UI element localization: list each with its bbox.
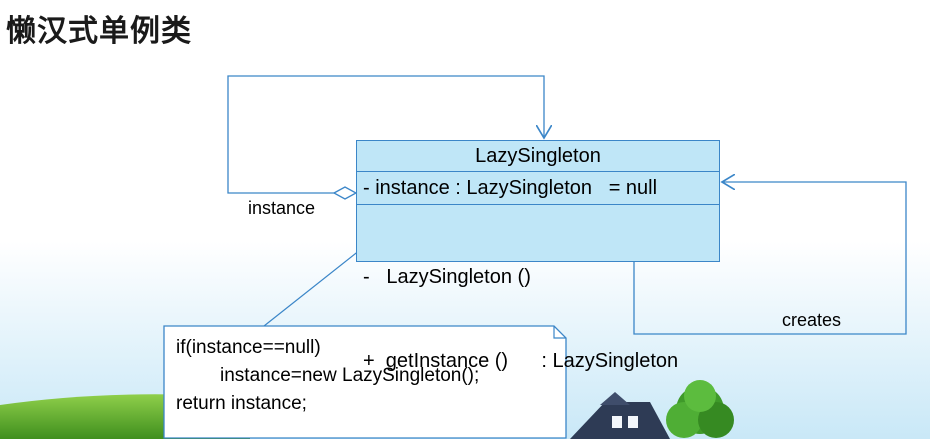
- class-attribute: - instance : LazySingleton = null: [357, 172, 719, 205]
- operation-getinstance: + getInstance () : LazySingleton: [363, 350, 679, 372]
- self-association-label: instance: [248, 198, 316, 218]
- creates-line: [633, 182, 907, 335]
- creates-label: creates: [782, 310, 842, 330]
- note-line: if(instance==null): [176, 337, 321, 358]
- self-association-line: [227, 75, 544, 194]
- note-line: return instance;: [176, 393, 307, 414]
- note-fold: [553, 326, 566, 339]
- tree-illustration: [666, 380, 734, 438]
- note-shape: [163, 325, 567, 439]
- operation-constructor: - LazySingleton (): [363, 266, 531, 288]
- note-connector: [263, 249, 361, 327]
- note-code: if(instance==null) instance=new LazySing…: [164, 326, 566, 438]
- house-illustration: [570, 392, 670, 439]
- note-line: instance=new LazySingleton();: [220, 365, 480, 386]
- aggregation-diamond: [332, 186, 358, 200]
- class-name: LazySingleton: [357, 141, 719, 172]
- uml-class-box: LazySingleton - instance : LazySingleton…: [356, 140, 720, 372]
- class-operations: - LazySingleton () + getInstance () : La…: [357, 205, 719, 431]
- page-title: 懒汉式单例类: [6, 14, 192, 49]
